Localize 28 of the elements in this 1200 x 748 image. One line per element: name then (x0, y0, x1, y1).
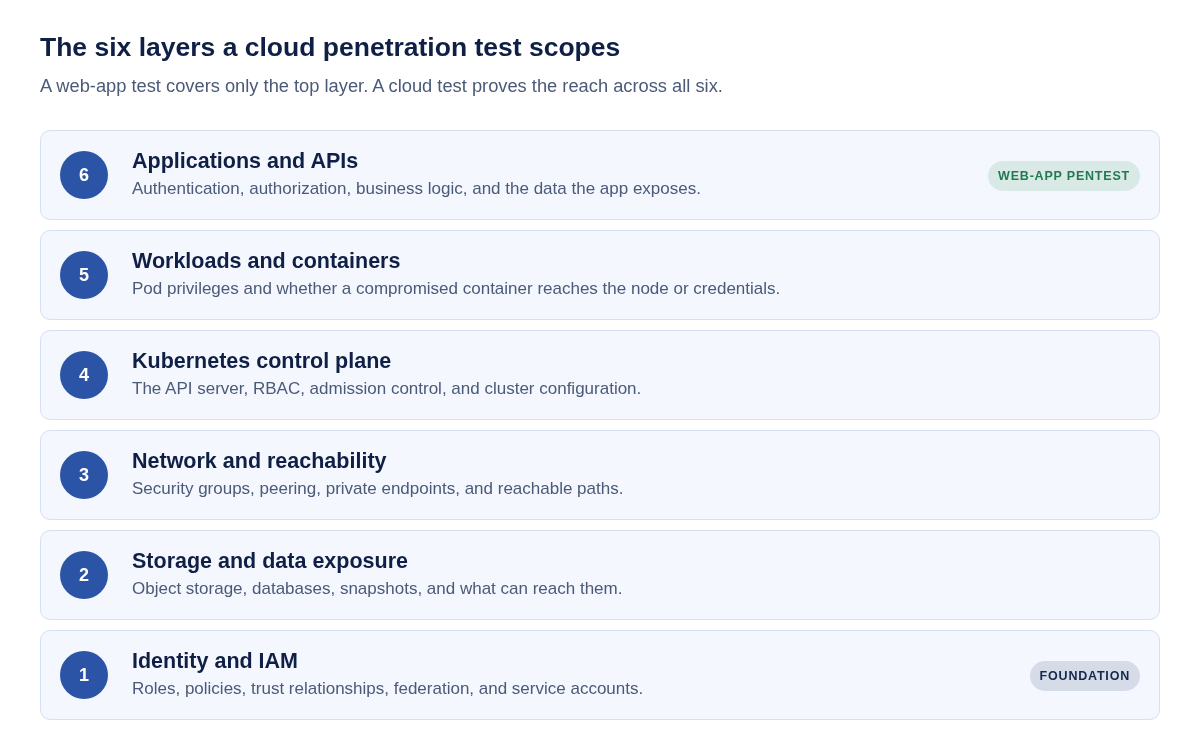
scope-tag: FOUNDATION (1029, 661, 1140, 691)
layer-description: The API server, RBAC, admission control, and cluster configuration. (132, 378, 642, 400)
layer-number-circle: 4 (60, 351, 108, 399)
layer-heading: Storage and data exposure (132, 548, 408, 575)
layer-description: Roles, policies, trust relationships, federation, and service accounts. (132, 678, 644, 700)
title: The six layers a cloud penetration test scopes (40, 31, 621, 63)
layer-description: Security groups, peering, private endpoints, and reachable paths. (132, 478, 624, 500)
layer-card (40, 230, 1160, 320)
layer-card (40, 630, 1160, 720)
layer-number-circle: 2 (60, 551, 108, 599)
layer-description: Authentication, authorization, business logic, and the data the app exposes. (132, 178, 701, 200)
layer-card (40, 330, 1160, 420)
layer-heading: Kubernetes control plane (132, 348, 392, 375)
layer-number-circle: 3 (60, 451, 108, 499)
layer-number-circle: 5 (60, 251, 108, 299)
layer-number-circle: 6 (60, 151, 108, 199)
layer-heading: Workloads and containers (132, 248, 401, 275)
layer-card (40, 130, 1160, 220)
scope-tag: WEB-APP PENTEST (988, 161, 1140, 191)
layer-card (40, 430, 1160, 520)
layer-number-circle: 1 (60, 651, 108, 699)
layer-heading: Network and reachability (132, 448, 387, 475)
layer-card (40, 530, 1160, 620)
layer-heading: Applications and APIs (132, 148, 359, 175)
layer-heading: Identity and IAM (132, 648, 299, 675)
layer-description: Pod privileges and whether a compromised container reaches the node or credentials. (132, 278, 781, 300)
subtitle: A web-app test covers only the top layer. A cloud test proves the reach across all six. (40, 74, 723, 98)
layer-description: Object storage, databases, snapshots, and what can reach them. (132, 578, 623, 600)
